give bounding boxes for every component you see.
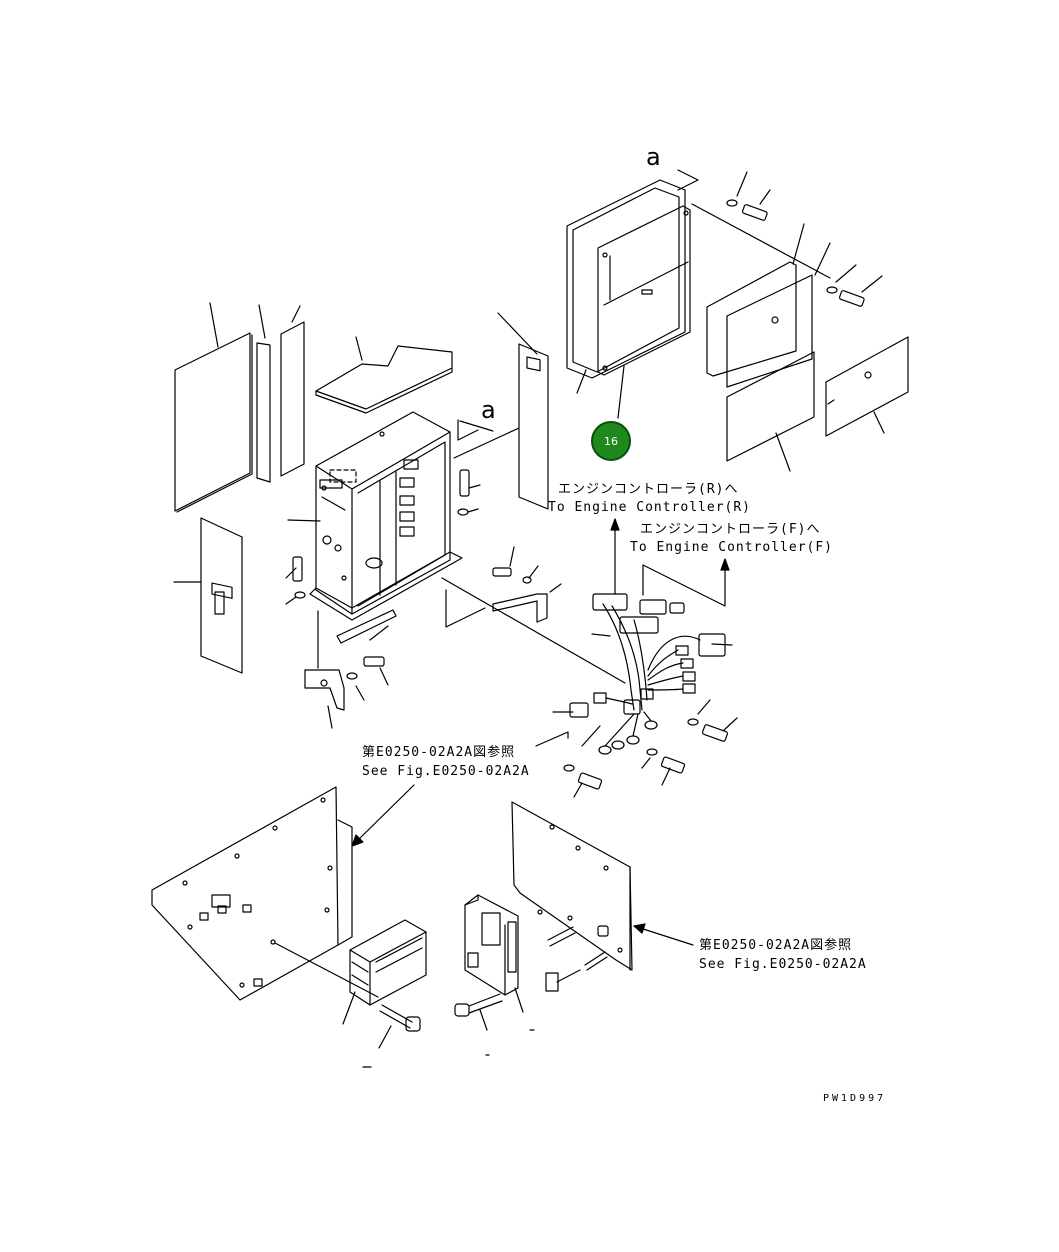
controller-block-left <box>342 919 427 1025</box>
callout-badge-16[interactable]: 16 <box>591 421 631 461</box>
cover-sheet-top <box>315 336 453 414</box>
bolt-box-right <box>457 469 481 516</box>
panel-strip-medium <box>280 305 305 477</box>
drawing-code: PW1D997 <box>823 1093 887 1104</box>
panel-strip-narrow <box>256 304 271 483</box>
mounting-plate-left <box>151 786 379 1001</box>
panel-flat-lower <box>726 351 815 472</box>
control-box <box>287 411 494 621</box>
bolt-box-left <box>285 556 306 605</box>
see-fig-left-en: See Fig.E0250-02A2A <box>362 764 530 779</box>
to-engine-controller-r-en: To Engine Controller(R) <box>548 500 752 515</box>
bolt-bottom-right <box>454 969 581 1056</box>
bolt-bottom-left <box>362 1004 421 1068</box>
to-engine-controller-f-en: To Engine Controller(F) <box>630 540 834 555</box>
ref-lines-box <box>317 577 626 684</box>
section-marker-top: a <box>646 143 661 171</box>
see-fig-right-jp: 第E0250-02A2A図参照 <box>699 938 853 953</box>
mounting-plate-right <box>511 801 633 971</box>
harness-hardware <box>535 699 738 798</box>
panel-front-cutout <box>173 517 243 674</box>
bracket-left <box>304 656 389 729</box>
bracket-right <box>492 546 562 623</box>
to-engine-controller-r-jp: エンジンコントローラ(R)へ <box>558 482 739 497</box>
controller-block-right <box>464 894 535 1031</box>
washer-bolt-top <box>726 171 883 307</box>
gasket-frame <box>566 179 686 394</box>
to-engine-controller-f-jp: エンジンコントローラ(F)へ <box>640 522 821 537</box>
see-fig-right-en: See Fig.E0250-02A2A <box>699 957 867 972</box>
plate-thin <box>336 609 397 644</box>
see-fig-arrow-right <box>633 923 694 946</box>
see-fig-left-jp: 第E0250-02A2A図参照 <box>362 745 516 760</box>
wire-harness <box>552 593 733 755</box>
connector-leader-lines <box>610 518 730 607</box>
long-side-plate <box>453 312 549 510</box>
seal-plate-right <box>706 223 813 388</box>
cover-plate <box>597 169 831 419</box>
section-marker-box: a <box>481 396 496 424</box>
see-fig-arrow-left <box>351 784 415 847</box>
cover-small-right <box>825 336 909 437</box>
panel-large-left <box>174 302 253 513</box>
